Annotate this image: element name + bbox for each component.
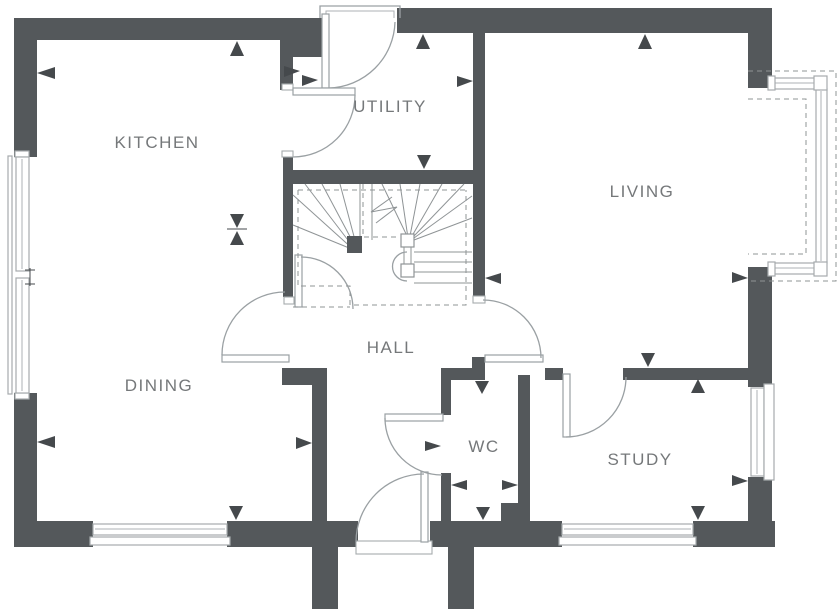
doors	[221, 5, 627, 555]
wall-utility-step	[280, 40, 322, 57]
marker-right-icon	[502, 480, 518, 490]
marker-up-icon	[416, 34, 430, 49]
wall-dining-step-h	[282, 368, 327, 385]
marker-down-icon	[475, 381, 489, 394]
living-door	[472, 295, 544, 363]
study-side-window	[750, 383, 775, 481]
marker-right-icon	[457, 76, 473, 87]
wall-markers	[37, 34, 748, 520]
winder-staircase	[292, 183, 473, 308]
wall-right-lower	[748, 477, 772, 547]
front-door	[355, 471, 433, 555]
kitchen-side-window	[7, 150, 35, 400]
wall-living-west	[473, 33, 485, 297]
back-door	[319, 5, 401, 89]
stair-treads-right	[381, 183, 473, 284]
marker-up-icon	[691, 379, 705, 393]
wall-left-upper	[14, 18, 37, 157]
porch-stub-right	[448, 547, 474, 609]
wall-kitchen-stair	[283, 151, 293, 297]
walls	[14, 8, 775, 609]
wall-bottom-3	[430, 521, 562, 547]
wall-wc-study-foot	[501, 503, 530, 521]
marker-right-icon	[302, 75, 318, 86]
marker-down-icon	[691, 506, 705, 520]
under-stair-door	[283, 254, 354, 310]
marker-left-icon	[451, 480, 467, 490]
windows	[7, 70, 837, 546]
study-window	[558, 523, 697, 546]
marker-down-icon	[229, 506, 243, 520]
dining-window	[89, 523, 231, 546]
wall-wc-west-lower	[441, 473, 451, 521]
marker-left-icon	[37, 436, 55, 448]
wall-left-lower	[14, 393, 37, 547]
room-labels: KITCHEN UTILITY LIVING DINING HALL WC ST…	[114, 97, 675, 469]
room-label-living: LIVING	[610, 182, 675, 201]
marker-right-icon	[732, 475, 748, 486]
utility-door	[281, 83, 356, 158]
marker-left-icon	[485, 273, 501, 284]
marker-up-icon	[230, 41, 244, 56]
wall-wc-study	[518, 375, 530, 508]
stair-handrail	[347, 233, 415, 282]
wall-bottom-2	[227, 521, 358, 547]
room-label-kitchen: KITCHEN	[114, 133, 199, 152]
wall-hall-south-2	[545, 368, 563, 380]
wall-living-door-jamb	[472, 357, 485, 368]
room-label-utility: UTILITY	[353, 97, 427, 116]
marker-down-icon	[641, 353, 655, 367]
room-label-hall: HALL	[367, 338, 416, 357]
stair-dashed-outline	[293, 184, 467, 308]
marker-right-icon	[296, 437, 312, 449]
marker-right-icon	[284, 66, 300, 77]
wall-stair-top	[283, 170, 473, 184]
wall-bottom-1	[14, 521, 93, 547]
wall-dining-east	[312, 385, 327, 521]
living-bay-window	[748, 70, 837, 282]
wall-top-left	[14, 18, 323, 40]
stair-break-icon	[370, 196, 398, 224]
stair-treads-left	[292, 183, 373, 251]
marker-down-icon	[476, 507, 490, 520]
wall-top-right	[397, 8, 772, 33]
wall-study-north	[623, 368, 748, 380]
wc-door	[384, 413, 444, 476]
marker-left-icon	[37, 67, 55, 79]
room-label-dining: DINING	[125, 376, 194, 395]
marker-bowtie-icon	[227, 214, 247, 245]
porch-stub-left	[312, 547, 338, 609]
room-label-wc: WC	[468, 437, 499, 456]
wall-right-mid	[748, 267, 772, 387]
marker-up-icon	[638, 34, 652, 49]
wall-wc-west-upper	[441, 368, 451, 415]
window-break-icon	[25, 268, 35, 286]
study-door	[562, 373, 627, 438]
marker-right-icon	[425, 441, 441, 451]
wall-right-upper	[748, 8, 772, 88]
room-label-study: STUDY	[607, 450, 672, 469]
marker-right-icon	[732, 272, 748, 283]
marker-down-icon	[417, 155, 431, 169]
wall-hall-south-1	[441, 368, 485, 380]
dining-door	[221, 291, 290, 363]
